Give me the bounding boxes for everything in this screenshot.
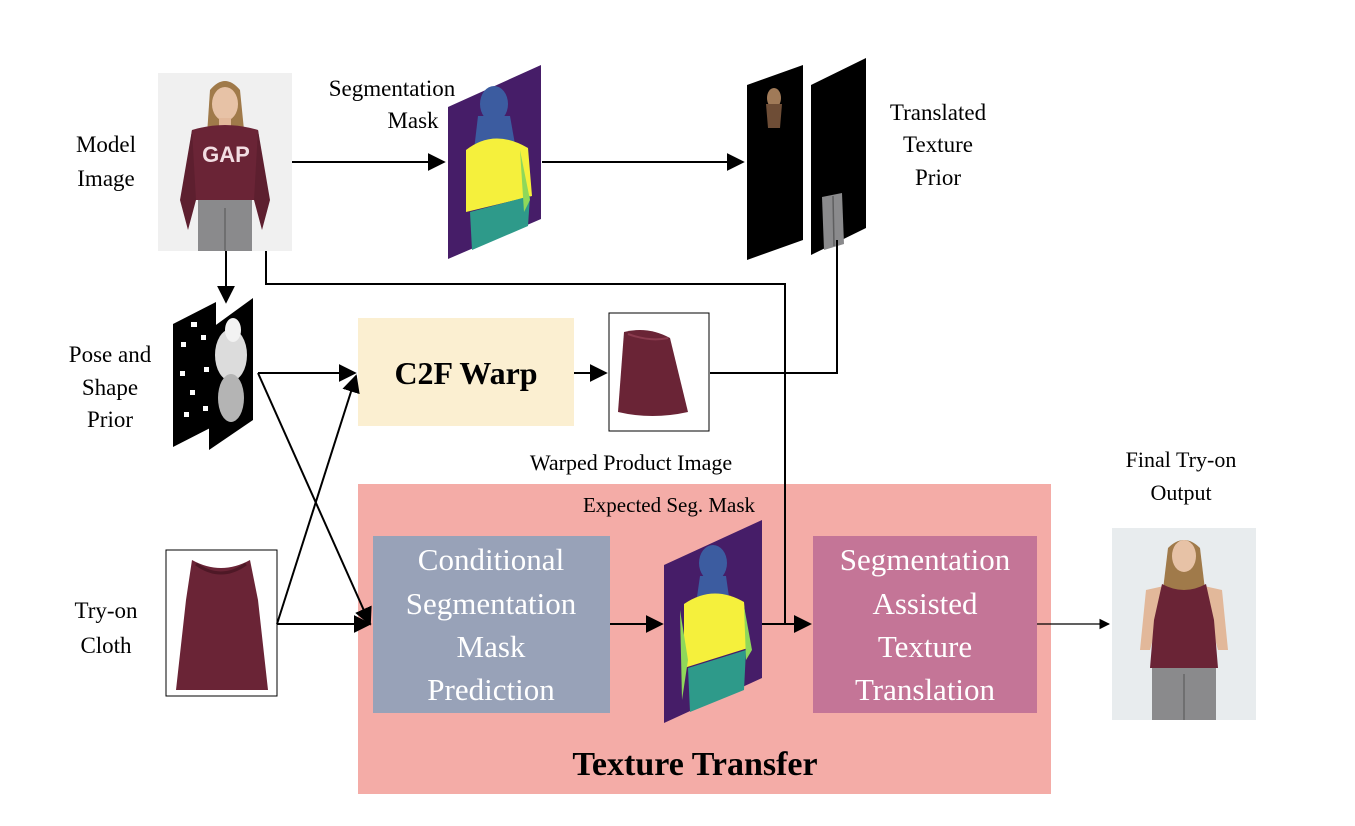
svg-text:Try-on: Try-on: [74, 598, 138, 623]
c2f-warp-block: [358, 318, 574, 426]
arrow-pose-to-cond-seg: [257, 372, 372, 626]
conditional-segmentation-block: [373, 536, 610, 713]
svg-text:Prior: Prior: [87, 407, 133, 432]
svg-text:Texture: Texture: [878, 629, 972, 664]
model-image: GAP: [158, 73, 292, 251]
svg-text:Segmentation: Segmentation: [329, 76, 456, 101]
svg-text:Mask: Mask: [387, 108, 439, 133]
texture-transfer-label: Texture Transfer: [572, 746, 817, 783]
warped-product-image-label: Warped Product Image: [530, 450, 732, 475]
svg-text:Segmentation: Segmentation: [840, 542, 1011, 577]
translated-texture-prior-image: [747, 58, 866, 260]
final-output-image: [1112, 528, 1256, 720]
c2f-warp-label: C2F Warp: [394, 355, 537, 391]
expected-seg-mask-label: Expected Seg. Mask: [583, 493, 756, 517]
gap-logo: GAP: [202, 142, 250, 167]
line-texture-prior-to-junction: [710, 240, 838, 374]
svg-text:Cloth: Cloth: [80, 633, 132, 658]
svg-text:Texture: Texture: [903, 132, 973, 157]
pose-shape-prior-image: [173, 298, 253, 450]
expected-seg-mask-image: [664, 520, 762, 723]
model-image-label: Model Image: [76, 132, 136, 191]
svg-text:Segmentation: Segmentation: [406, 586, 577, 621]
svg-text:Pose and: Pose and: [69, 342, 152, 367]
connectors: [217, 153, 1111, 633]
segmentation-assisted-block: [813, 536, 1037, 713]
svg-text:Mask: Mask: [457, 629, 526, 664]
conditional-segmentation-label: Conditional Segmentation Mask Prediction: [406, 542, 577, 707]
svg-text:Shape: Shape: [82, 375, 138, 400]
warped-product-image: [608, 312, 710, 432]
svg-text:Image: Image: [77, 166, 134, 191]
svg-text:Final Try-on: Final Try-on: [1126, 447, 1237, 472]
segmentation-mask-label: Segmentation Mask: [329, 76, 456, 133]
segmentation-mask-image: [448, 65, 541, 259]
translated-texture-prior-label: Translated Texture Prior: [890, 100, 987, 190]
svg-text:Conditional: Conditional: [418, 542, 564, 577]
segmentation-assisted-label: Segmentation Assisted Texture Translatio…: [840, 542, 1011, 707]
svg-text:Model: Model: [76, 132, 136, 157]
svg-text:Prior: Prior: [915, 165, 961, 190]
svg-text:Translation: Translation: [855, 672, 996, 707]
svg-text:Assisted: Assisted: [872, 586, 978, 621]
pose-shape-prior-label: Pose and Shape Prior: [69, 342, 152, 432]
svg-text:Output: Output: [1150, 480, 1211, 505]
svg-text:Translated: Translated: [890, 100, 987, 125]
try-on-cloth-label: Try-on Cloth: [74, 598, 138, 658]
arrow-cloth-to-c2f: [276, 374, 360, 625]
try-on-cloth-image: [165, 549, 278, 697]
svg-text:Prediction: Prediction: [427, 672, 555, 707]
final-output-label: Final Try-on Output: [1126, 447, 1237, 505]
